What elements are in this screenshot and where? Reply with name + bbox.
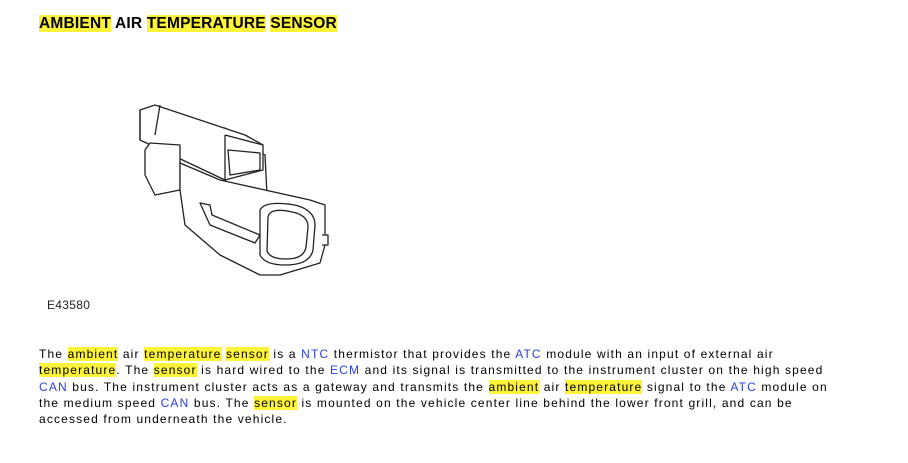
text-segment: is a [268, 347, 302, 361]
glossary-link[interactable]: CAN [39, 379, 68, 394]
figure-caption: E43580 [47, 298, 91, 312]
text-segment: The [39, 347, 68, 361]
glossary-link[interactable]: CAN [160, 395, 190, 410]
text-segment: module on [756, 379, 828, 394]
page-title: AMBIENT AIR TEMPERATURE SENSOR [39, 15, 337, 33]
text-segment: the medium speed [39, 395, 161, 410]
text-segment: air [539, 379, 566, 394]
paragraph-line: CAN bus. The instrument cluster acts as … [39, 379, 828, 395]
glossary-link[interactable]: NTC [301, 347, 330, 361]
text-segment: and its signal is transmitted to the ins… [360, 363, 824, 378]
search-highlight: sensor [254, 395, 297, 410]
text-segment: is hard wired to the [196, 363, 331, 378]
connector-illustration [139, 104, 329, 276]
glossary-link[interactable]: ATC [730, 379, 757, 394]
text-segment: is mounted on the vehicle center line be… [296, 395, 793, 410]
paragraph-line: temperature. The sensor is hard wired to… [39, 362, 828, 378]
text-segment: air [118, 347, 145, 361]
text-segment: module with an input of external air [541, 347, 774, 361]
text-segment: bus. The instrument cluster acts as a ga… [67, 379, 489, 394]
search-highlight: ambient [488, 379, 540, 394]
text-segment: accessed from underneath the vehicle. [39, 412, 288, 427]
search-highlight: temperature [39, 363, 117, 378]
text-segment: thermistor that provides the [329, 347, 516, 361]
glossary-link[interactable]: ECM [330, 363, 361, 378]
glossary-link[interactable]: ATC [515, 347, 542, 361]
search-highlight: TEMPERATURE [146, 15, 266, 32]
description-paragraph: The ambient air temperature sensor is a … [39, 346, 828, 427]
paragraph-line: accessed from underneath the vehicle. [39, 411, 828, 427]
text-segment: AIR [111, 15, 147, 32]
search-highlight: temperature [565, 379, 643, 394]
search-highlight: ambient [67, 347, 119, 361]
paragraph-line: The ambient air temperature sensor is a … [39, 346, 828, 362]
search-highlight: temperature [144, 347, 222, 361]
paragraph-line: the medium speed CAN bus. The sensor is … [39, 395, 828, 411]
search-highlight: sensor [153, 363, 197, 378]
text-segment: . The [116, 363, 154, 378]
search-highlight: AMBIENT [39, 15, 112, 32]
text-segment: signal to the [642, 379, 731, 394]
search-highlight: sensor [225, 347, 269, 361]
text-segment: bus. The [189, 395, 255, 410]
search-highlight: SENSOR [270, 15, 337, 32]
